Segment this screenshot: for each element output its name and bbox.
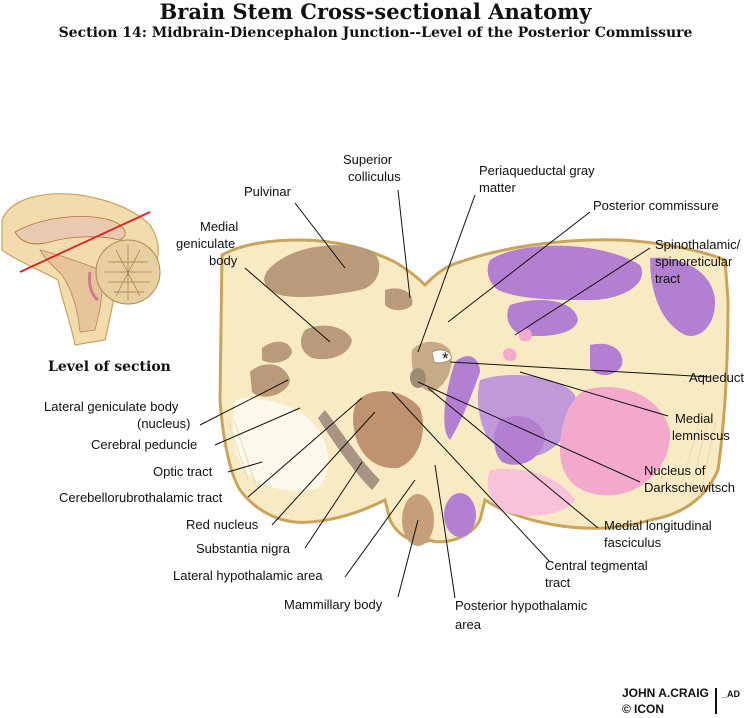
label-lateral-hypothalamic-area: Lateral hypothalamic area [173, 568, 323, 583]
inset-label: Level of section [48, 359, 171, 375]
superior-colliculus-region [385, 288, 413, 311]
aqueduct-region [431, 349, 453, 364]
label-cerebral-peduncle: Cerebral peduncle [91, 437, 197, 452]
label-medial-lemniscus: Medial lemniscus [672, 411, 730, 443]
cerebral-peduncle-region [232, 398, 329, 491]
leader-lines [199, 189, 711, 599]
purple-small-region [590, 343, 623, 376]
signature-name: JOHN A.CRAIG [622, 686, 709, 700]
medial-lemniscus-region [444, 356, 480, 440]
label-medial-geniculate-body: Medial geniculate body [176, 219, 242, 268]
pink-small-region [502, 348, 517, 361]
label-central-tegmental-tract: Central tegmental tract [545, 558, 651, 590]
spinothalamic-region [518, 328, 532, 342]
lgn-small [262, 341, 292, 363]
label-superior-colliculus: Superior colliculus [343, 152, 401, 184]
label-red-nucleus: Red nucleus [186, 517, 259, 532]
pulvinar-region [264, 245, 380, 298]
medial-geniculate-region [300, 325, 352, 360]
aqueduct-asterisk: * [442, 349, 449, 368]
page-title: Brain Stem Cross-sectional Anatomy [159, 0, 592, 24]
purple-ventral-region [444, 493, 476, 537]
label-aqueduct: Aqueduct [689, 370, 744, 385]
label-optic-tract: Optic tract [153, 464, 213, 479]
label-pulvinar: Pulvinar [244, 184, 292, 199]
lateral-geniculate-region [250, 364, 290, 397]
label-substantia-nigra: Substantia nigra [196, 541, 291, 556]
pink-lateral-region [560, 386, 671, 496]
sagittal-brain-inset [1, 193, 161, 346]
signature-suffix: _AD [721, 689, 741, 699]
page-subtitle: Section 14: Midbrain-Diencephalon Juncti… [58, 25, 693, 41]
label-medial-longitudinal-fasciculus: Medial longitudinal fasciculus [604, 518, 715, 550]
section-plane-line [19, 211, 151, 273]
cross-section [218, 238, 730, 546]
substantia-nigra-region [318, 410, 380, 490]
label-posterior-hypothalamic-area: Posterior hypothalamic area [455, 598, 591, 632]
label-mammillary-body: Mammillary body [284, 597, 383, 612]
label-nucleus-darkschewitsch: Nucleus of Darkschewitsch [644, 463, 735, 495]
signature-copyright: © [622, 702, 631, 716]
signature-mark: ICON [634, 702, 664, 716]
label-spinothalamic-tract: Spinothalamic/ spinoreticular tract [655, 237, 744, 286]
red-nucleus-region [353, 391, 424, 469]
label-cerebellorubrothalamic-tract: Cerebellorubrothalamic tract [59, 490, 223, 505]
label-lateral-geniculate-body: Lateral geniculate body (nucleus) [44, 399, 190, 431]
purple-dorsal-region [487, 245, 642, 300]
purple-lateral-region [650, 257, 716, 336]
darkschewitsch-region [410, 368, 426, 388]
pink-ventral-region [487, 468, 575, 516]
artist-signature: JOHN A.CRAIG _AD © ICON [622, 686, 741, 716]
label-posterior-commissure: Posterior commissure [593, 198, 719, 213]
purple-mid-region [507, 300, 578, 337]
label-periaqueductal-gray: Periaqueductal gray matter [479, 163, 598, 195]
